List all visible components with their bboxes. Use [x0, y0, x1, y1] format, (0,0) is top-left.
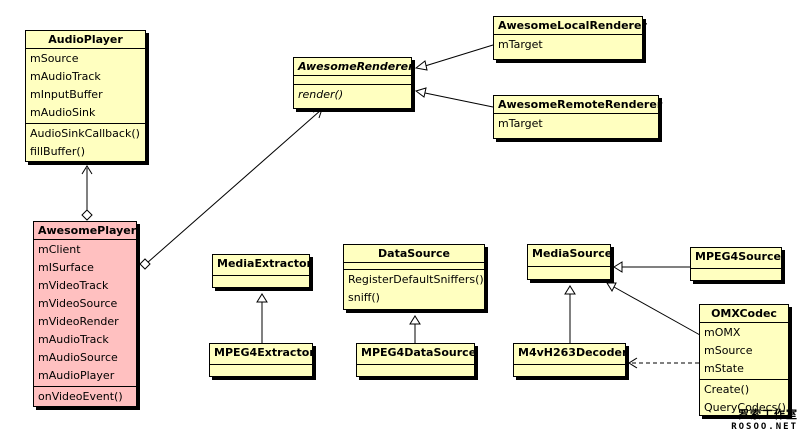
- attribute: mVideoRender: [38, 315, 119, 328]
- generalization-remote-renderer: [424, 92, 494, 108]
- attributes: mTarget: [494, 113, 658, 134]
- triangle-mpeg4-datasource: [409, 315, 421, 325]
- attribute: mAudioPlayer: [38, 369, 115, 382]
- arrowhead-audioplayer: [81, 165, 93, 175]
- generalization-local-renderer: [424, 44, 494, 67]
- attribute: mTarget: [498, 38, 543, 51]
- class-name: MediaExtractor: [217, 257, 312, 270]
- operations: AudioSinkCallback() fillBuffer(): [26, 123, 145, 162]
- aggregation-diamond-audioplayer: [81, 209, 93, 221]
- attribute: mAudioTrack: [30, 70, 101, 83]
- class-name: DataSource: [378, 247, 450, 260]
- class-name: MediaSource: [532, 247, 613, 260]
- operation: AudioSinkCallback(): [30, 127, 140, 140]
- attribute: mAudioSink: [30, 106, 96, 119]
- attribute: mSource: [30, 52, 79, 65]
- operation: sniff(): [348, 291, 380, 304]
- class-m4v-h263-decoder[interactable]: M4vH263Decoder: [513, 343, 628, 377]
- class-omx-codec[interactable]: OMXCodec mOMX mSource mState Create() Qu…: [699, 304, 789, 416]
- attribute: mState: [704, 362, 744, 375]
- operation: render(): [298, 88, 344, 101]
- attributes: [357, 364, 474, 373]
- attributes: [213, 275, 309, 284]
- triangle-m4v-decoder: [564, 285, 576, 295]
- watermark-line-2: ROSOO.NET: [731, 422, 798, 432]
- attribute: mTarget: [498, 117, 543, 130]
- attribute: mClient: [38, 243, 81, 256]
- attributes: [210, 364, 312, 373]
- attributes: [344, 262, 484, 269]
- class-name: AwesomePlayer: [38, 224, 137, 237]
- attribute: mAudioSource: [38, 351, 118, 364]
- attributes: mOMX mSource mState: [700, 322, 788, 379]
- arrowhead-dependency: [628, 357, 638, 369]
- operation: RegisterDefaultSniffers(): [348, 273, 484, 286]
- class-media-source[interactable]: MediaSource: [527, 244, 613, 280]
- attributes: [528, 266, 610, 275]
- operation: QueryCodecs(): [704, 401, 786, 414]
- triangle-remote-renderer: [414, 87, 427, 98]
- class-data-source[interactable]: DataSource RegisterDefaultSniffers() sni…: [343, 244, 485, 310]
- class-mpeg4-extractor[interactable]: MPEG4Extractor: [209, 343, 315, 377]
- attributes: mTarget: [494, 34, 642, 55]
- class-audio-player[interactable]: AudioPlayer mSource mAudioTrack mInputBu…: [25, 30, 146, 162]
- operations: render(): [294, 84, 411, 105]
- operations: onVideoEvent(): [34, 386, 136, 407]
- attributes: [514, 364, 625, 373]
- class-name: MPEG4Source: [695, 250, 781, 263]
- triangle-mpeg4-source: [613, 261, 623, 273]
- attribute: mInputBuffer: [30, 88, 103, 101]
- arrowhead-renderer: [312, 108, 323, 119]
- triangle-mpeg4-extractor: [256, 293, 268, 303]
- class-name: AwesomeRemoteRenderer: [498, 98, 663, 111]
- operation: Create(): [704, 383, 750, 396]
- attributes: mClient mISurface mVideoTrack mVideoSour…: [34, 239, 136, 386]
- class-awesome-renderer[interactable]: AwesomeRenderer render(): [293, 57, 414, 109]
- attributes: mSource mAudioTrack mInputBuffer mAudioS…: [26, 48, 145, 123]
- attribute: mISurface: [38, 261, 94, 274]
- triangle-omx-codec: [606, 282, 617, 293]
- operation: onVideoEvent(): [38, 390, 123, 403]
- association-player-renderer: [146, 109, 322, 264]
- attributes: [294, 75, 411, 84]
- triangle-local-renderer: [414, 60, 428, 71]
- class-awesome-local-renderer[interactable]: AwesomeLocalRenderer mTarget: [493, 16, 647, 60]
- class-mpeg4-source[interactable]: MPEG4Source: [690, 247, 782, 281]
- class-name: AwesomeRenderer: [298, 60, 414, 73]
- attribute: mVideoTrack: [38, 279, 109, 292]
- class-awesome-remote-renderer[interactable]: AwesomeRemoteRenderer mTarget: [493, 95, 663, 139]
- attribute: mAudioTrack: [38, 333, 109, 346]
- attribute: mSource: [704, 344, 753, 357]
- class-name: MPEG4Extractor: [214, 346, 315, 359]
- class-awesome-player[interactable]: AwesomePlayer mClient mISurface mVideoTr…: [33, 221, 137, 407]
- aggregation-diamond-renderer: [139, 258, 151, 270]
- class-mpeg4-data-source[interactable]: MPEG4DataSource: [356, 343, 477, 377]
- class-name: AudioPlayer: [48, 33, 123, 46]
- class-media-extractor[interactable]: MediaExtractor: [212, 254, 312, 288]
- attribute: mOMX: [704, 326, 741, 339]
- operations: Create() QueryCodecs(): [700, 379, 788, 418]
- class-name: M4vH263Decoder: [518, 346, 628, 359]
- operation: fillBuffer(): [30, 145, 86, 158]
- class-name: MPEG4DataSource: [361, 346, 477, 359]
- watermark-line-1: 罗索工作室: [738, 408, 798, 421]
- operations: RegisterDefaultSniffers() sniff(): [344, 269, 484, 308]
- class-name: AwesomeLocalRenderer: [498, 19, 647, 32]
- generalization-omx-codec: [613, 286, 701, 336]
- class-name: OMXCodec: [711, 307, 777, 320]
- watermark: 罗索工作室 ROSOO.NET: [731, 406, 798, 432]
- attributes: [691, 268, 781, 277]
- attribute: mVideoSource: [38, 297, 118, 310]
